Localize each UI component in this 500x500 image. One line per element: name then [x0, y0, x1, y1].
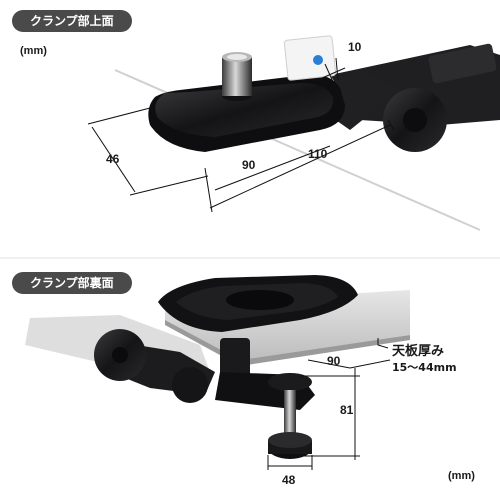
- tabletop-thickness-range: 15～44mm: [392, 361, 457, 374]
- arm-assembly-bottom: [25, 315, 250, 403]
- arm-assembly-top: [300, 43, 500, 152]
- dimension-inner-length-label: 90: [242, 158, 256, 172]
- clamp-screw: [215, 372, 315, 459]
- dimension-pad-diameter-label: 48: [282, 473, 296, 487]
- dimension-total-length-label: 110: [308, 147, 328, 161]
- upper-knob: [268, 373, 312, 391]
- bottom-view: [25, 275, 410, 470]
- dimension-clamp-height-label: 81: [340, 403, 354, 417]
- dimension-lines-bottom: [267, 338, 391, 470]
- clamp-plate-top: [148, 35, 345, 152]
- top-view: [60, 28, 500, 265]
- dimension-width-label: 46: [106, 152, 120, 166]
- brand-badge: [283, 35, 337, 81]
- post-top: [222, 52, 252, 101]
- clamp-plate-bottom: [158, 275, 358, 332]
- unit-label-bottom: (mm): [448, 470, 475, 482]
- dimension-lines-top: [87, 57, 395, 213]
- section-title-bottom: クランプ部裏面: [12, 272, 132, 294]
- section-title-top: クランプ部上面: [12, 10, 132, 32]
- tabletop-thickness-title: 天板厚み: [392, 344, 445, 359]
- dimension-height-label: 10: [348, 40, 362, 54]
- dimension-depth-label: 90: [327, 354, 341, 368]
- unit-label-top: (mm): [20, 45, 47, 57]
